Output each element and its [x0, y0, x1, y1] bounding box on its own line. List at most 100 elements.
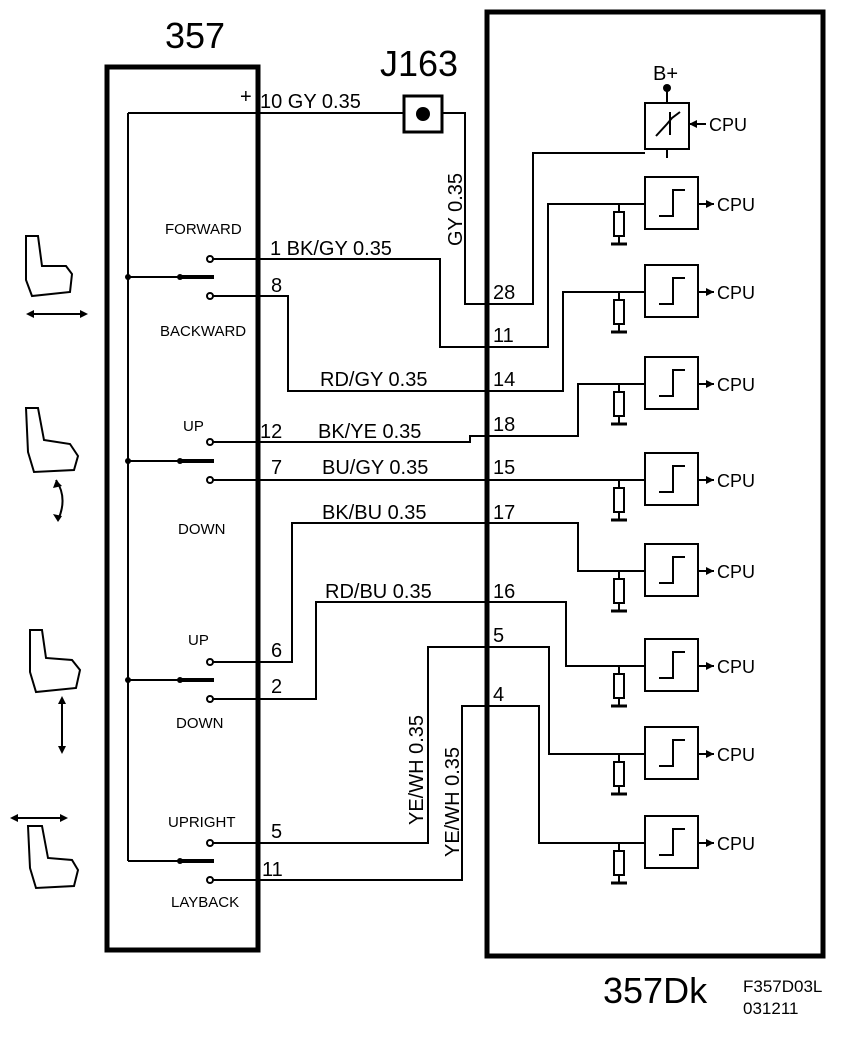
wire-label-11: 11 [262, 859, 283, 881]
seat-backrest-icon [10, 814, 80, 890]
b-plus-switch [644, 102, 690, 150]
trigger-symbol [659, 739, 685, 767]
label-layback: LAYBACK [171, 894, 239, 911]
wire-label-1: 1 BK/GY 0.35 [270, 238, 392, 260]
wire-label-rd-gy: RD/GY 0.35 [320, 369, 427, 391]
wire-label-6: 6 [271, 640, 282, 662]
route-14 [487, 291, 645, 392]
wire-2-rd-bu [213, 601, 487, 700]
route-16 [487, 601, 645, 667]
wire-label-gy: 10 GY 0.35 [260, 91, 361, 113]
output-arrow [706, 380, 714, 388]
schmitt-trigger [644, 356, 699, 410]
output-arrow [706, 567, 714, 575]
wire-label-gy-vertical: GY 0.35 [445, 173, 467, 246]
wire-label-bk-bu: BK/BU 0.35 [322, 502, 427, 524]
label-backward: BACKWARD [160, 323, 246, 340]
schmitt-trigger [644, 543, 699, 597]
cpu-label: CPU [717, 375, 755, 395]
label-forward: FORWARD [165, 221, 242, 238]
output-arrow [706, 750, 714, 758]
switch-unit-box [104, 64, 261, 953]
b-plus-label: B+ [653, 63, 678, 85]
wire-1-bk-gy [213, 258, 487, 348]
schmitt-trigger [644, 815, 699, 869]
seat-forward-backward-icon [25, 235, 88, 318]
pin-14: 14 [493, 369, 515, 391]
pin-4: 4 [493, 684, 504, 706]
schmitt-trigger [644, 726, 699, 780]
figure-ref: F357D03L [743, 977, 822, 996]
wire-11-ye-wh [213, 705, 487, 881]
cpu-label: CPU [717, 657, 755, 677]
wire-8-rd-gy [213, 295, 487, 392]
wire-label-rd-bu: RD/BU 0.35 [325, 581, 432, 603]
cpu-label: CPU [717, 834, 755, 854]
wire-label-2: 2 [271, 676, 282, 698]
seat-tilt-icon [24, 407, 80, 522]
output-arrow [706, 662, 714, 670]
figure-date: 031211 [743, 999, 798, 1018]
output-arrow [706, 288, 714, 296]
pin-15: 15 [493, 457, 515, 479]
wire-label-7: 7 [271, 457, 282, 479]
schmitt-trigger [644, 176, 699, 230]
label-down-2: DOWN [176, 715, 224, 732]
seat-height-icon [29, 629, 82, 754]
pin-5: 5 [493, 625, 504, 647]
output-arrow [706, 839, 714, 847]
cpu-label: CPU [717, 562, 755, 582]
pulldown-resistor [613, 299, 625, 325]
wire-label-8: 8 [271, 275, 282, 297]
connector-label: J163 [380, 43, 458, 84]
cpu-label-0: CPU [709, 115, 747, 135]
schmitt-trigger [644, 638, 699, 692]
cpu-label: CPU [717, 745, 755, 765]
control-module-label: 357Dk [603, 970, 708, 1011]
wire-label-ye-wh-a: YE/WH 0.35 [406, 715, 428, 825]
pulldown-resistor [613, 673, 625, 699]
wire-6-bk-bu [213, 522, 487, 663]
wire-gy-28 [442, 112, 487, 305]
pin-11: 11 [493, 325, 514, 347]
schmitt-trigger [644, 452, 699, 506]
pin-17: 17 [493, 502, 515, 524]
trigger-symbol [659, 369, 685, 397]
pulldown-resistor [613, 850, 625, 876]
trigger-symbol [659, 277, 685, 305]
plus-sign: + [240, 86, 252, 108]
pin-16: 16 [493, 581, 515, 603]
schmitt-trigger [644, 264, 699, 318]
label-up-1: UP [183, 418, 204, 435]
trigger-symbol [659, 651, 685, 679]
pulldown-resistor [613, 761, 625, 787]
trigger-symbol [659, 465, 685, 493]
connector-pin [416, 107, 430, 121]
wire-label-bu-gy: BU/GY 0.35 [322, 457, 428, 479]
route-17 [487, 522, 645, 572]
control-module-box [484, 9, 826, 959]
trigger-symbol [659, 556, 685, 584]
pulldown-resistor [613, 211, 625, 237]
pulldown-resistor [613, 578, 625, 604]
label-down-1: DOWN [178, 521, 226, 538]
pin-18: 18 [493, 414, 515, 436]
pin-28: 28 [493, 282, 515, 304]
output-arrow [706, 200, 714, 208]
output-arrow [706, 476, 714, 484]
switch-unit-label: 357 [165, 15, 225, 56]
wire-5-ye-wh [213, 646, 487, 844]
cpu-label: CPU [717, 195, 755, 215]
route-5 [487, 646, 645, 755]
label-upright: UPRIGHT [168, 814, 236, 831]
route-18 [487, 383, 645, 437]
cpu-label: CPU [717, 471, 755, 491]
cpu-label: CPU [717, 283, 755, 303]
trigger-symbol [659, 828, 685, 856]
wire-12-bk-ye [213, 435, 487, 443]
route-28 [487, 152, 645, 305]
route-4 [487, 705, 645, 844]
wire-label-ye-wh-b: YE/WH 0.35 [442, 747, 464, 857]
wire-label-bk-ye: BK/YE 0.35 [318, 421, 421, 443]
